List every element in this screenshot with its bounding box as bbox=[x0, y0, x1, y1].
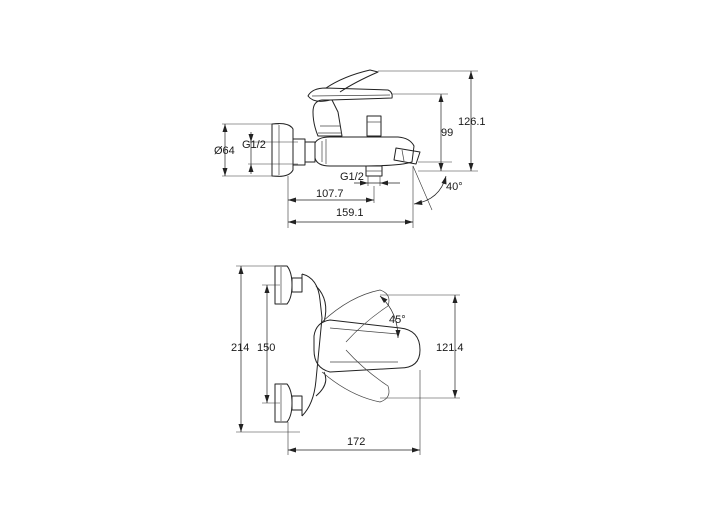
dim-121-4-label: 121.4 bbox=[436, 342, 464, 354]
top-view-dimensions: 214 150 45° 121.4 172 bbox=[231, 265, 464, 455]
dim-45deg-label: 45° bbox=[389, 314, 406, 326]
bottom-outlet bbox=[365, 165, 383, 177]
lever-handle bbox=[307, 69, 393, 102]
top-view bbox=[274, 265, 421, 423]
cartridge-column bbox=[312, 99, 343, 137]
dim-172-label: 172 bbox=[347, 436, 365, 448]
side-view-dimensions: 126.1 99 G1/2 Ø64 G1/2 107.7 bbox=[214, 70, 486, 228]
dim-126-1-label: 126.1 bbox=[458, 116, 486, 128]
dim-214-label: 214 bbox=[231, 342, 249, 354]
diverter-knob bbox=[366, 115, 382, 137]
side-view bbox=[271, 69, 421, 177]
lever-swept-outline bbox=[321, 289, 390, 403]
dim-99-label: 99 bbox=[441, 127, 453, 139]
dim-40deg-label: 40° bbox=[446, 181, 463, 193]
dim-g12-bottom-label: G1/2 bbox=[340, 171, 364, 183]
dim-150-label: 150 bbox=[257, 342, 275, 354]
wall-flange bbox=[271, 123, 294, 177]
spout bbox=[393, 147, 421, 165]
dim-159-1-label: 159.1 bbox=[336, 207, 364, 219]
mixer-body bbox=[314, 136, 415, 167]
dim-d64-label: Ø64 bbox=[214, 145, 235, 157]
dim-107-7-label: 107.7 bbox=[316, 188, 344, 200]
lever-top bbox=[313, 319, 421, 373]
dim-g12-left-label: G1/2 bbox=[242, 139, 266, 151]
inlet-nut bbox=[292, 138, 316, 166]
